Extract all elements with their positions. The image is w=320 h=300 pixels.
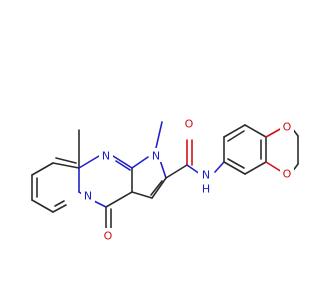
label-bg bbox=[280, 119, 294, 133]
bond bbox=[165, 164, 188, 179]
n-methyl-bond bbox=[155, 121, 163, 149]
bond bbox=[223, 124, 246, 138]
bond bbox=[52, 162, 80, 169]
bond bbox=[78, 155, 100, 169]
atom-o-amide: O bbox=[185, 118, 194, 131]
atom-n-ring: N bbox=[84, 190, 92, 203]
bond bbox=[265, 161, 283, 173]
bond bbox=[131, 156, 149, 169]
bond-double bbox=[227, 158, 245, 169]
bond bbox=[151, 177, 167, 199]
bond bbox=[244, 161, 267, 175]
atom-n-amide: N bbox=[202, 169, 210, 182]
atom-h-amide: H bbox=[202, 183, 210, 196]
amide-group bbox=[165, 139, 225, 179]
atom-o-dioxane-bottom: O bbox=[283, 168, 292, 181]
bond bbox=[105, 191, 133, 208]
bond bbox=[244, 124, 267, 138]
label-bg bbox=[280, 166, 294, 180]
bond-double bbox=[227, 130, 245, 142]
label-bg bbox=[101, 228, 115, 242]
atom-n-pyrimidine: N bbox=[102, 150, 110, 163]
bond bbox=[112, 155, 133, 169]
bond-double bbox=[115, 160, 131, 171]
molecule-diagram: N N N N H O O O O bbox=[31, 116, 299, 243]
label-bg bbox=[99, 148, 113, 162]
bond-double bbox=[54, 200, 65, 207]
atom-n-pyrrole: N bbox=[152, 150, 160, 163]
pyridine-ring bbox=[31, 129, 80, 213]
bond bbox=[214, 161, 225, 173]
bond bbox=[159, 159, 167, 179]
atom-o-ketone: O bbox=[104, 230, 113, 243]
pyrimidinone-ring bbox=[78, 155, 133, 229]
bond bbox=[131, 191, 153, 199]
bond bbox=[31, 199, 54, 213]
structure-svg: N N N N H O O O O bbox=[31, 116, 299, 243]
atom-labels: N N N N H O O O O bbox=[81, 116, 294, 243]
pyrrole-ring bbox=[131, 121, 167, 199]
bond bbox=[31, 162, 54, 176]
label-bg bbox=[81, 188, 95, 202]
label-bg bbox=[182, 116, 196, 130]
atom-o-dioxane-top: O bbox=[283, 121, 292, 134]
label-bg bbox=[149, 148, 163, 162]
bond bbox=[223, 161, 246, 175]
bond bbox=[265, 127, 283, 138]
bond-double bbox=[150, 180, 163, 196]
bond bbox=[52, 204, 67, 213]
bond-double bbox=[55, 157, 77, 164]
label-bg bbox=[198, 168, 214, 198]
benzodioxane-ring bbox=[223, 124, 299, 175]
bond bbox=[186, 164, 201, 175]
